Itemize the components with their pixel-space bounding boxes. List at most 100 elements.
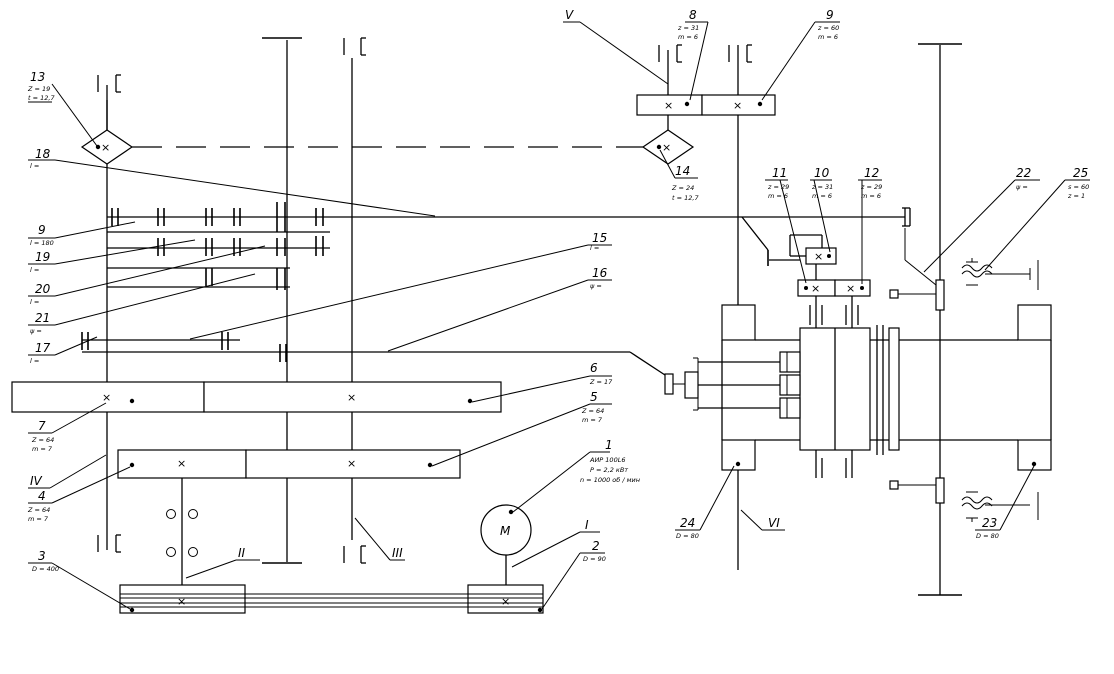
callout-8-param-1: z = 31 — [677, 24, 699, 32]
gear-pair-8-9: × × — [636, 94, 776, 116]
callout-14-param-2: t = 12,7 — [672, 194, 699, 202]
shaft-II-label: II — [238, 546, 246, 560]
shaft-III-label: III — [392, 546, 403, 560]
svg-text:×: × — [102, 391, 111, 404]
callout-25-param-1: s = 60 — [1068, 183, 1089, 191]
clutch-symbols — [166, 478, 198, 585]
callout-6-number: 6 — [590, 361, 598, 375]
callout-20-number: 20 — [35, 282, 51, 296]
callout-21-param-1: ψ = — [30, 327, 42, 335]
callout-12-number: 12 — [864, 166, 879, 180]
chain-drive: × × — [80, 100, 695, 165]
callout-13-param-2: t = 12,7 — [28, 94, 55, 102]
right-spindle-block: × × × — [698, 216, 1052, 522]
callout-19-param-1: l = — [30, 266, 39, 274]
callout-18-param-1: l = — [30, 162, 39, 170]
vertical-shafts — [97, 37, 962, 596]
callout-11-param-2: m = 6 — [768, 192, 788, 200]
svg-text:×: × — [662, 141, 671, 154]
callout-9a-param-1: z = 60 — [817, 24, 839, 32]
motor-power: P = 2,2 кВт — [590, 466, 628, 474]
callout-7-param-1: Z = 64 — [31, 436, 54, 444]
callout-24-param-1: D = 80 — [676, 532, 699, 540]
callout-15-param-1: l = — [590, 244, 599, 252]
callout-2-number: 2 — [592, 539, 600, 553]
motor-symbol: M — [500, 524, 511, 538]
callout-14-param-1: Z = 24 — [671, 184, 694, 192]
callout-23-param-1: D = 80 — [976, 532, 999, 540]
callout-9b-param-1: l = 180 — [30, 239, 54, 247]
callout-5-param-2: m = 7 — [582, 416, 603, 424]
callout-6-param-1: Z = 17 — [589, 378, 613, 386]
callout-13-param-1: Z = 19 — [27, 85, 50, 93]
callout-22-number: 22 — [1016, 166, 1031, 180]
callout-5-param-1: Z = 64 — [581, 407, 604, 415]
shaft-V-label: V — [565, 8, 574, 22]
motor: M АИР 100L6 P = 2,2 кВт n = 1000 об / ми… — [480, 456, 640, 585]
callout-9a-param-2: m = 6 — [818, 33, 838, 41]
gear-pair-6-7: × × — [11, 381, 502, 413]
callout-10-param-2: m = 6 — [812, 192, 832, 200]
callout-3-param-1: D = 400 — [32, 565, 59, 573]
svg-text:×: × — [814, 250, 823, 263]
callout-21-number: 21 — [35, 311, 50, 325]
belt-drive: × × — [119, 584, 544, 614]
callout-3-number: 3 — [38, 549, 46, 563]
coupling-row — [81, 332, 699, 411]
svg-text:×: × — [101, 141, 110, 154]
callout-16-param-1: ψ = — [590, 282, 602, 290]
svg-text:×: × — [811, 282, 820, 295]
callout-25-param-2: z = 1 — [1067, 192, 1085, 200]
leader-lines — [28, 21, 1090, 610]
callout-10-number: 10 — [814, 166, 830, 180]
shaft-IV-label: IV — [30, 474, 43, 488]
shaft-VI-label: VI — [768, 516, 780, 530]
sprocket-14 — [641, 129, 695, 165]
callout-20-param-1: l = — [30, 298, 39, 306]
callout-4-number: 4 — [38, 489, 46, 503]
callout-1-number: 1 — [605, 438, 613, 452]
gear-pair-4-5: × × — [117, 449, 461, 479]
svg-text:×: × — [177, 595, 186, 608]
callout-4-param-2: m = 7 — [28, 515, 49, 523]
callout-19-number: 19 — [35, 250, 50, 264]
gearbox-gears — [107, 202, 330, 290]
callout-13-number: 13 — [30, 70, 45, 84]
svg-text:×: × — [347, 457, 356, 470]
callout-labels: 13 Z = 19 t = 12,7 1 8 l = 9 l = 180 19 l… — [27, 8, 1089, 573]
motor-speed: n = 1000 об / мин — [580, 476, 640, 484]
svg-text:×: × — [733, 99, 742, 112]
callout-9b-number: 9 — [38, 223, 46, 237]
callout-7-number: 7 — [38, 419, 46, 433]
svg-text:×: × — [347, 391, 356, 404]
callout-12-param-2: m = 6 — [861, 192, 881, 200]
callout-8-param-2: m = 6 — [678, 33, 698, 41]
callout-14-number: 14 — [675, 164, 690, 178]
callout-8-number: 8 — [689, 8, 697, 22]
callout-16-number: 16 — [592, 266, 608, 280]
svg-text:×: × — [177, 457, 186, 470]
callout-24-number: 24 — [680, 516, 695, 530]
callout-5-number: 5 — [590, 390, 598, 404]
callout-15-number: 15 — [592, 231, 607, 245]
callout-23-number: 23 — [982, 516, 997, 530]
svg-text:×: × — [501, 595, 510, 608]
callout-11-param-1: z = 29 — [767, 183, 789, 191]
callout-11-number: 11 — [772, 166, 787, 180]
callout-17-param-1: l = — [30, 357, 39, 365]
callout-22-param-1: ψ = — [1016, 183, 1028, 191]
callout-2-param-1: D = 90 — [583, 555, 606, 563]
callout-25-number: 25 — [1073, 166, 1088, 180]
shaft-I-label: I — [585, 518, 589, 532]
callout-12-param-1: z = 29 — [860, 183, 882, 191]
callout-17-number: 17 — [35, 341, 51, 355]
callout-4-param-1: Z = 64 — [27, 506, 50, 514]
callout-10-param-1: z = 31 — [811, 183, 833, 191]
svg-text:×: × — [846, 282, 855, 295]
svg-text:×: × — [664, 99, 673, 112]
callout-9a-number: 9 — [826, 8, 834, 22]
callout-7-param-2: m = 7 — [32, 445, 53, 453]
motor-model: АИР 100L6 — [589, 456, 625, 464]
